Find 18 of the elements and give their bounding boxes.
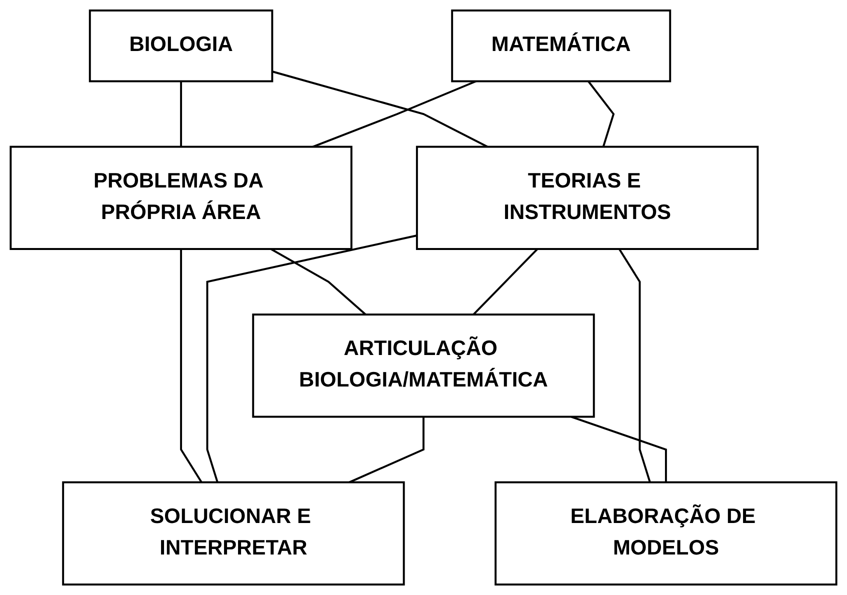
node-box: TEORIAS E INSTRUMENTOS bbox=[416, 146, 759, 250]
connector bbox=[206, 234, 418, 483]
connector bbox=[180, 81, 182, 147]
node-box: ARTICULAÇÃO BIOLOGIA/MATEMÁTICA bbox=[252, 314, 595, 418]
connector bbox=[312, 80, 476, 148]
connector bbox=[180, 249, 202, 483]
node-box: PROBLEMAS DA PRÓPRIA ÁREA bbox=[10, 146, 352, 250]
node-box: ELABORAÇÃO DE MODELOS bbox=[494, 481, 838, 586]
connector bbox=[348, 416, 424, 484]
node-box: BIOLOGIA bbox=[88, 10, 274, 82]
node-box: MATEMÁTICA bbox=[451, 10, 672, 82]
node-box: SOLUCIONAR E INTERPRETAR bbox=[62, 481, 405, 586]
connector bbox=[588, 80, 615, 148]
connector bbox=[272, 70, 488, 148]
connector bbox=[570, 416, 667, 482]
connector bbox=[270, 248, 366, 316]
connector bbox=[472, 248, 538, 316]
connector bbox=[618, 248, 651, 483]
